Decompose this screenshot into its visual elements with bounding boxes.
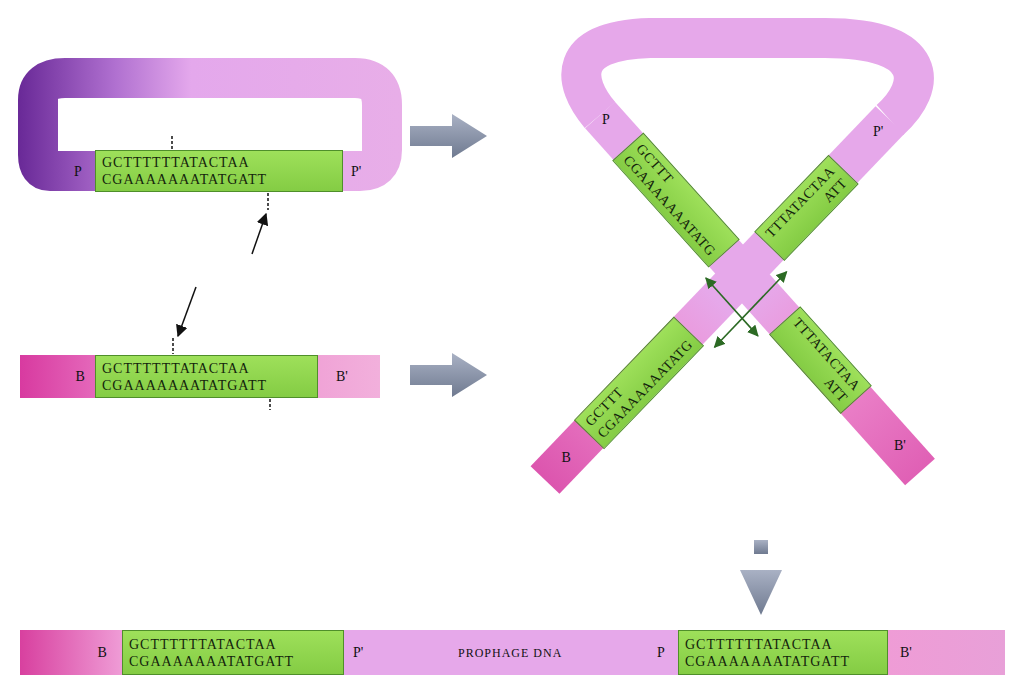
dna-strand-sequence: GCTTTTTTATACTAA bbox=[129, 636, 337, 653]
dna-strand-sequence: GCTTTTTTATACTAA bbox=[102, 360, 311, 377]
site-arm-label: B bbox=[562, 450, 571, 466]
att-site-box: TTTATACTAAATT bbox=[754, 155, 858, 261]
site-arm-label: B' bbox=[336, 369, 348, 385]
site-arm-label: P' bbox=[873, 124, 883, 140]
att-site-box: TTTATACTAAATT bbox=[769, 306, 872, 413]
dna-strand-sequence: GCTTTTTTATACTAA bbox=[685, 636, 881, 653]
site-arm-label: P' bbox=[351, 164, 361, 180]
att-site-box: GCTTTCGAAAAAAATATG bbox=[574, 317, 704, 450]
site-arm-label: PROPHAGE DNA bbox=[458, 645, 562, 661]
site-arm-label: B bbox=[76, 369, 85, 385]
site-arm-label: P' bbox=[353, 645, 363, 661]
dna-strand-sequence: GCTTTTTTATACTAA bbox=[102, 154, 336, 171]
dna-strand-sequence: GCTTT bbox=[582, 324, 684, 429]
site-arm-label: B' bbox=[894, 438, 906, 454]
dna-strand-sequence: CGAAAAAAATATGATT bbox=[102, 377, 311, 394]
att-site-box: GCTTTTTTATACTAACGAAAAAAATATGATT bbox=[95, 150, 343, 192]
dna-strand-sequence: CGAAAAAAATATGATT bbox=[685, 653, 881, 670]
dna-strand-sequence: CGAAAAAAATATGATT bbox=[102, 171, 336, 188]
att-site-box: GCTTTTTTATACTAACGAAAAAAATATGATT bbox=[122, 630, 344, 675]
att-site-box: GCTTTTTTATACTAACGAAAAAAATATGATT bbox=[95, 355, 318, 398]
site-arm-label: B bbox=[98, 645, 107, 661]
dna-strand-sequence: CGAAAAAAATATGATT bbox=[129, 653, 337, 670]
att-site-box: GCTTTTTTATACTAACGAAAAAAATATGATT bbox=[678, 630, 888, 675]
site-arm-label: B' bbox=[900, 645, 912, 661]
exchange-arrow bbox=[706, 278, 758, 336]
site-arm-label: P bbox=[74, 164, 82, 180]
site-arm-label: P bbox=[602, 112, 610, 128]
site-arm-label: P bbox=[657, 645, 665, 661]
att-site-box: GCTTTCGAAAAAAATATG bbox=[612, 133, 739, 268]
